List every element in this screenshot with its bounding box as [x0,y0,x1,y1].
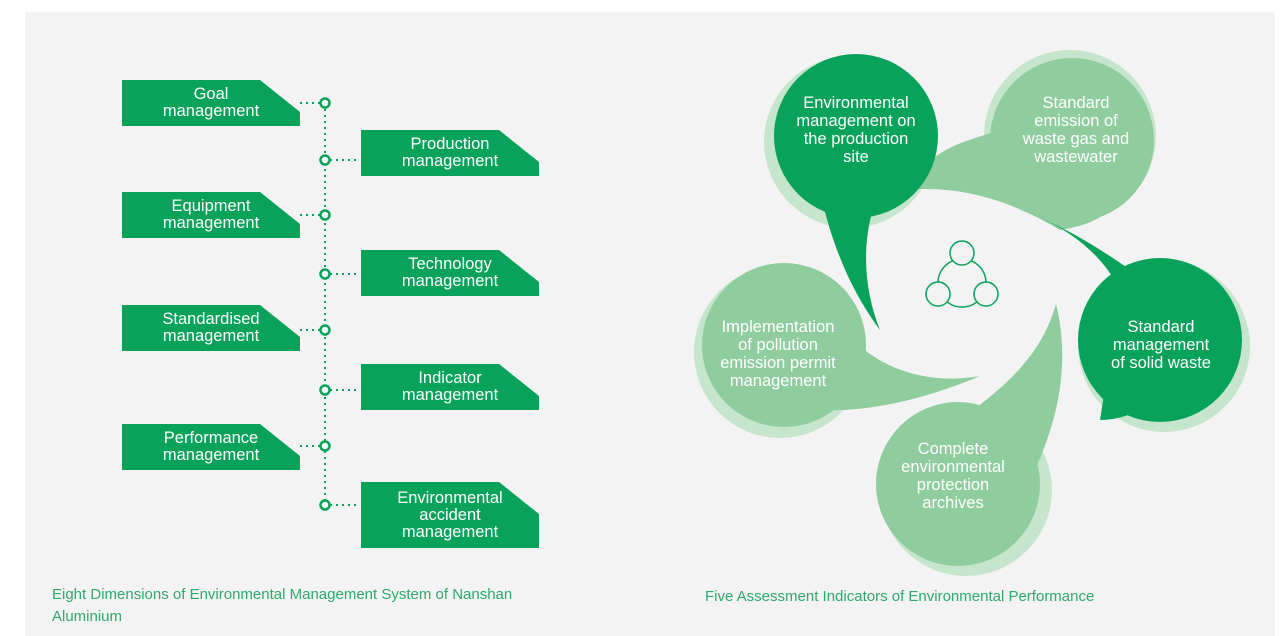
timeline-node [319,209,331,221]
petal-production-site [774,54,938,330]
right-diagram-caption: Five Assessment Indicators of Environmen… [705,588,1095,605]
dimension-label: Goal management [162,85,260,120]
dimension-label: Indicator management [401,369,499,404]
dimension-label: Performance management [162,429,260,464]
petal-permit [702,263,980,427]
dimension-label: Environmental accident management [397,488,503,541]
petal-archives [876,304,1063,566]
timeline-node [319,324,331,336]
dimension-box-technology: Technology management [361,250,539,296]
dimension-label: Standardised management [162,310,260,345]
people-circle-icon [925,240,999,308]
dimension-label: Equipment management [162,197,260,232]
dimension-box-indicator: Indicator management [361,364,539,410]
timeline-node [319,440,331,452]
petal-solid-waste [1006,206,1242,422]
dimension-label: Production management [401,135,499,170]
timeline-node [319,97,331,109]
timeline-node [319,154,331,166]
petal-label-solid-waste: Standard management of solid waste [1111,318,1211,372]
timeline-node [319,268,331,280]
timeline-node [319,384,331,396]
petal-label-production-site: Environmental management on the producti… [796,94,916,166]
left-diagram-caption: Eight Dimensions of Environmental Manage… [52,586,513,625]
dimension-label: Technology management [401,255,499,290]
timeline-node [319,499,331,511]
petal-label-permit: Implementation of pollution emission per… [720,318,836,390]
petal-label-waste-gas: Standard emission of waste gas and waste… [1022,94,1130,166]
petal-waste-gas [904,58,1154,230]
dimension-box-environmental-accident: Environmental accident management [361,482,539,548]
petal-label-archives: Complete environmental protection archiv… [901,440,1005,512]
